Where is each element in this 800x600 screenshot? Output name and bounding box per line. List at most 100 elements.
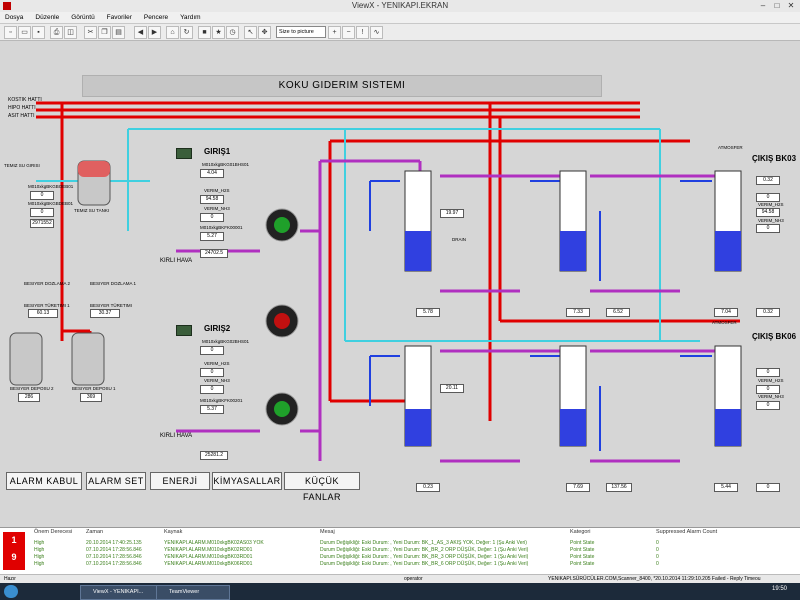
- scrubber-value-3[interactable]: 5.78: [416, 308, 440, 317]
- bk03-value6[interactable]: 0.32: [756, 308, 780, 317]
- column-header[interactable]: Suppressed Alarm Count: [656, 529, 718, 535]
- bk03-value1[interactable]: 0.32: [756, 176, 780, 185]
- close-button[interactable]: ✕: [787, 1, 795, 10]
- scrubber-value-7[interactable]: 7.69: [566, 483, 590, 492]
- giris1-fan-tag: M010xkgBKFK00001: [200, 225, 243, 230]
- menu-dosya[interactable]: Dosya: [5, 14, 24, 21]
- forward-icon[interactable]: ▶: [148, 26, 161, 39]
- menu-goruntu[interactable]: Görüntü: [71, 14, 95, 21]
- besiyer-dozlama-1-value[interactable]: 30.37: [90, 309, 120, 318]
- pan-icon[interactable]: ✥: [258, 26, 271, 39]
- column-header[interactable]: Kategori: [570, 529, 591, 535]
- giris1-value3[interactable]: 0: [200, 213, 224, 222]
- alarm-count-top: 1: [11, 535, 17, 545]
- column-header[interactable]: Kaynak: [164, 529, 183, 535]
- kucuk-fanlar-button[interactable]: KÜÇÜK FANLAR: [284, 472, 360, 502]
- menu-pencere[interactable]: Pencere: [143, 14, 169, 21]
- giris2-verim-h2s-label: VERIM_H2S: [204, 361, 230, 366]
- bk06-value4[interactable]: 5.44: [714, 483, 738, 492]
- giris2-fan-value[interactable]: 5.37: [200, 405, 224, 414]
- scrubber-value-1[interactable]: 19.97: [440, 209, 464, 218]
- giris2-value2[interactable]: 0: [200, 368, 224, 377]
- bk03-value5[interactable]: 7.04: [714, 308, 738, 317]
- alarm-severity: High: [34, 547, 45, 553]
- alarm-icon[interactable]: !: [356, 26, 369, 39]
- zoom-select[interactable]: Size to picture: [276, 26, 326, 38]
- bk06-value1[interactable]: 0: [756, 368, 780, 377]
- alarm-counter[interactable]: 1 9: [3, 532, 25, 570]
- temiz-su-value1[interactable]: 0: [30, 191, 54, 200]
- giris2-value3[interactable]: 0: [200, 385, 224, 394]
- besiyer-dozlama-2-value[interactable]: 60.13: [28, 309, 58, 318]
- history-icon[interactable]: ◷: [226, 26, 239, 39]
- column-header[interactable]: Zaman: [86, 529, 104, 535]
- menu-duzenle[interactable]: Düzenle: [35, 14, 60, 21]
- scrubber-value-4[interactable]: 0.23: [416, 483, 440, 492]
- temiz-su-value3[interactable]: 2971552: [30, 219, 54, 228]
- taskbar-teamviewer[interactable]: TeamViewer: [156, 585, 230, 600]
- menu-yardim[interactable]: Yardım: [180, 14, 201, 21]
- besiyer-deposu-1-value[interactable]: 369: [80, 393, 102, 402]
- alarm-kabul-button[interactable]: ALARM KABUL: [6, 472, 82, 490]
- copy-icon[interactable]: ❐: [98, 26, 111, 39]
- giris2-value1[interactable]: 0: [200, 346, 224, 355]
- taskbar: ViewX - YENIKAPI... TeamViewer 19:50: [0, 583, 800, 600]
- stop-icon[interactable]: ■: [198, 26, 211, 39]
- column-header[interactable]: Önem Derecesi: [34, 529, 73, 535]
- monitor-icon[interactable]: [176, 325, 192, 336]
- alarm-suppressed: 0: [656, 547, 659, 553]
- giris2-fan-value2[interactable]: 25281.2: [200, 451, 228, 460]
- bk03-value4[interactable]: 0: [756, 224, 780, 233]
- drain-label: DRAIN: [452, 237, 467, 242]
- bk06-value2[interactable]: 0: [756, 385, 780, 394]
- scrubber-value-6[interactable]: 6.52: [606, 308, 630, 317]
- scrubber-value-5[interactable]: 7.33: [566, 308, 590, 317]
- trend-icon[interactable]: ∿: [370, 26, 383, 39]
- temiz-su-value2[interactable]: 0: [30, 208, 54, 217]
- maximize-button[interactable]: □: [774, 1, 780, 10]
- save-icon[interactable]: ▪: [32, 26, 45, 39]
- pointer-icon[interactable]: ↖: [244, 26, 257, 39]
- column-header[interactable]: Mesaj: [320, 529, 335, 535]
- enerji-button[interactable]: ENERJİ: [150, 472, 210, 490]
- menu-favoriler[interactable]: Favoriler: [106, 14, 132, 21]
- refresh-icon[interactable]: ↻: [180, 26, 193, 39]
- kimyasallar-button[interactable]: KİMYASALLAR: [212, 472, 282, 490]
- bk03-value2[interactable]: 0: [756, 193, 780, 202]
- giris1-value1[interactable]: 4.04: [200, 169, 224, 178]
- bk06-value3[interactable]: 0: [756, 401, 780, 410]
- scrubber-value-2[interactable]: 20.11: [440, 384, 464, 393]
- preview-icon[interactable]: ◫: [64, 26, 77, 39]
- bk03-value3[interactable]: 94.58: [756, 208, 780, 217]
- bk06-value5[interactable]: 0: [756, 483, 780, 492]
- alarm-category: Point State: [570, 554, 595, 560]
- monitor-icon[interactable]: [176, 148, 192, 159]
- minimize-button[interactable]: –: [760, 1, 766, 10]
- cut-icon[interactable]: ✂: [84, 26, 97, 39]
- zoom-out-icon[interactable]: −: [342, 26, 355, 39]
- giris1-fan-value2[interactable]: 24702.5: [200, 249, 228, 258]
- hipo-line-label: HIPO HATTI: [8, 105, 36, 111]
- alarm-set-button[interactable]: ALARM SET: [86, 472, 146, 490]
- scrubber-value-8[interactable]: 137.56: [606, 483, 632, 492]
- alarm-source: YENIKAPI.ALARM.M010xkgBK03RD01: [164, 554, 253, 560]
- pipe-network: [9, 101, 742, 463]
- favorites-icon[interactable]: ★: [212, 26, 225, 39]
- back-icon[interactable]: ◀: [134, 26, 147, 39]
- page-title: KOKU GIDERIM SISTEMI: [82, 75, 602, 97]
- home-icon[interactable]: ⌂: [166, 26, 179, 39]
- taskbar-viewx[interactable]: ViewX - YENIKAPI...: [80, 585, 164, 600]
- open-icon[interactable]: ▭: [18, 26, 31, 39]
- paste-icon[interactable]: ▤: [112, 26, 125, 39]
- print-icon[interactable]: ⎙: [50, 26, 63, 39]
- besiyer-deposu-2-value[interactable]: 286: [18, 393, 40, 402]
- zoom-in-icon[interactable]: +: [328, 26, 341, 39]
- giris1-value2[interactable]: 94.58: [200, 195, 224, 204]
- giris1-verim-h2s-label: VERIM_H2S: [204, 188, 230, 193]
- temiz-su-tag2: M010xkgBKGBDEB01: [28, 201, 74, 206]
- alarm-category: Point State: [570, 540, 595, 546]
- start-icon[interactable]: [4, 585, 18, 598]
- giris1-kirli-hava: KIRLI HAVA: [160, 258, 193, 264]
- new-icon[interactable]: ▫: [4, 26, 17, 39]
- giris1-fan-value[interactable]: 5.27: [200, 232, 224, 241]
